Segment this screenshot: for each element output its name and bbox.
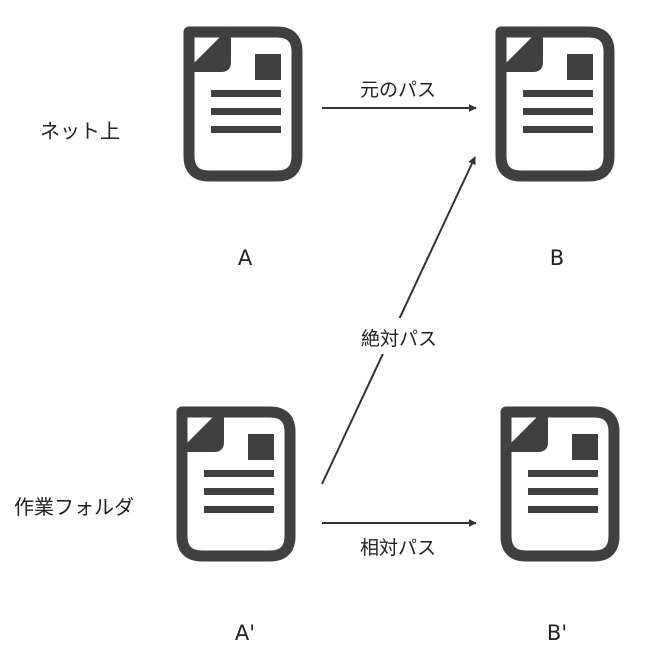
edge-label-absolute-path: 絶対パス [361, 328, 437, 350]
document-icon-a [185, 26, 297, 176]
document-icon-a-prime [178, 406, 290, 556]
document-icon-b [497, 26, 609, 176]
edge-label-relative-path: 相対パス [360, 537, 436, 559]
document-icon-b-prime [502, 406, 614, 556]
group-label-workfolder: 作業フォルダ [14, 495, 134, 519]
edge-label-original-path: 元のパス [360, 79, 436, 101]
group-label-online: ネット上 [40, 119, 120, 143]
absolute-path-label-bg [345, 318, 453, 354]
file-label-b-prime: B' [547, 621, 567, 645]
file-label-a: A [238, 246, 253, 270]
file-label-b: B [550, 246, 564, 270]
file-label-a-prime: A' [235, 621, 255, 645]
